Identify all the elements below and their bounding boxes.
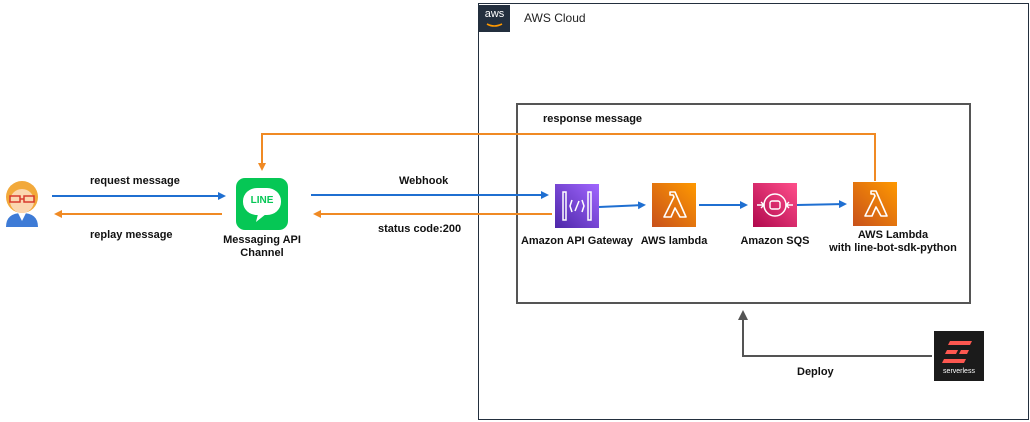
aws-cloud-title: AWS Cloud [524, 11, 586, 25]
response-message-label: response message [543, 113, 643, 125]
sqs-icon [753, 183, 797, 227]
aws-smile-icon [486, 23, 503, 27]
request-message-label: request message [90, 175, 180, 187]
line-app-icon: LINE [236, 178, 288, 230]
lambda-icon [652, 183, 696, 227]
sqs-label: Amazon SQS [740, 235, 810, 247]
response-message-arrow [258, 133, 876, 181]
user-icon [6, 181, 38, 227]
line-channel-label-line2: Channel [240, 247, 284, 259]
serverless-wordmark: serverless [943, 368, 975, 375]
status-code-label: status code:200 [378, 223, 462, 235]
bot-lambda-label-line1: AWS Lambda [857, 229, 929, 241]
aws-logo-icon: aws [479, 5, 510, 32]
line-bubble-tail-icon [256, 214, 266, 222]
line-bubble-icon: LINE [243, 188, 281, 215]
bot-lambda-label: AWS Lambda with line-bot-sdk-python [818, 229, 968, 255]
bot-lambda-icon [853, 182, 897, 226]
webhook-label: Webhook [399, 175, 449, 187]
serverless-bars-icon [942, 341, 972, 363]
api-gateway-label: Amazon API Gateway [520, 235, 634, 247]
line-channel-label-line1: Messaging API [223, 234, 301, 246]
line-logo-text: LINE [250, 195, 274, 206]
lambda-label: AWS lambda [640, 235, 708, 247]
gateway-to-lambda-arrow [598, 201, 646, 210]
bot-lambda-label-line2: with line-bot-sdk-python [829, 242, 957, 254]
deploy-arrow [738, 310, 932, 357]
replay-message-label: replay message [90, 229, 173, 241]
aws-logo-text: aws [484, 8, 505, 20]
deploy-label: Deploy [797, 366, 834, 378]
sqs-to-bot-lambda-arrow [796, 200, 847, 209]
serverless-logo: serverless [934, 331, 984, 381]
aws-cloud-boundary [478, 3, 1029, 420]
line-channel-label: Messaging API Channel [214, 234, 310, 260]
service-group-box [516, 103, 971, 304]
api-gateway-icon [555, 184, 599, 228]
